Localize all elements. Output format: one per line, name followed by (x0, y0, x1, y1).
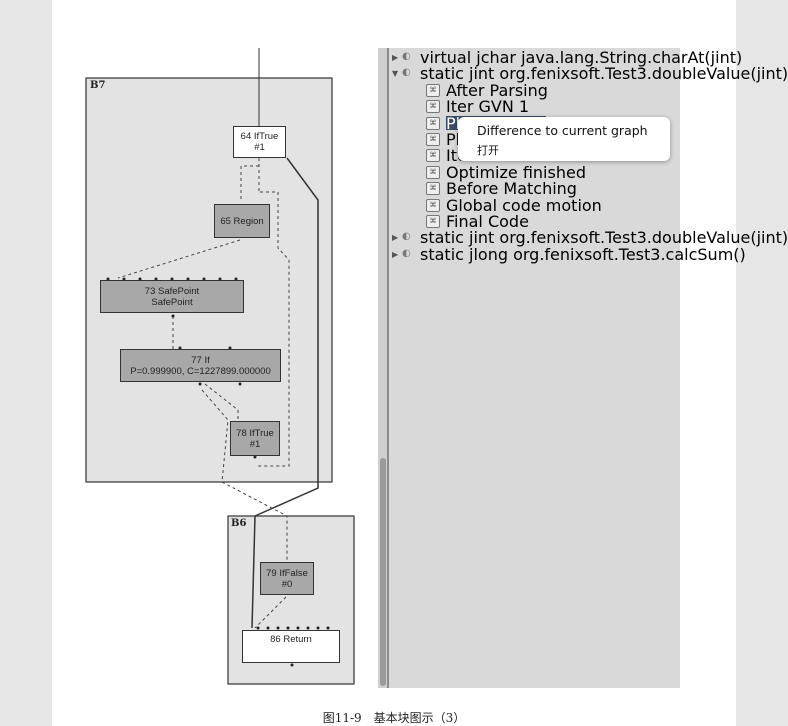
node-64-line2: #1 (254, 142, 265, 153)
graph-file-icon: ⌘ (426, 165, 440, 179)
figure-caption: 图11-9 基本块图示（3） (322, 711, 466, 725)
tree-method-doublevalue-2[interactable]: ▶ ◐ static jint org.fenixsoft.Test3.doub… (392, 227, 788, 247)
node-78-line2: #1 (249, 438, 261, 450)
node-73-safepoint[interactable]: 73 SafePoint SafePoint (100, 280, 244, 313)
expand-arrow-icon[interactable]: ▶ (392, 249, 399, 259)
tree-item-label: static jint org.fenixsoft.Test3.doubleVa… (420, 227, 788, 247)
node-78-line1: 78 IfTrue (236, 427, 274, 439)
tree-item-label: virtual jchar java.lang.String.charAt(ji… (420, 47, 743, 67)
tree-item-label: After Parsing (446, 80, 548, 100)
node-65-region[interactable]: 65 Region (214, 204, 270, 238)
tree-item-label: Final Code (446, 211, 529, 231)
node-86-line1: 86 Return (270, 634, 312, 645)
tree-graph-iter-gvn-1[interactable]: ⌘ Iter GVN 1 (426, 96, 530, 116)
node-79-line2: #0 (281, 578, 293, 590)
tree-item-label: static jint org.fenixsoft.Test3.doubleVa… (420, 63, 788, 83)
tree-item-label: Before Matching (446, 178, 577, 198)
graph-file-icon: ⌘ (426, 99, 440, 113)
node-79-line1: 79 IfFalse (266, 567, 308, 579)
tree-method-charat[interactable]: ▶ ◐ virtual jchar java.lang.String.charA… (392, 47, 743, 67)
tree-item-label: Global code motion (446, 195, 602, 215)
node-77-line2: P=0.999900, C=1227899.000000 (130, 365, 271, 377)
method-icon: ◐ (402, 231, 411, 242)
graph-file-icon: ⌘ (426, 181, 440, 195)
vertical-scrollbar[interactable] (380, 458, 386, 686)
graph-file-icon: ⌘ (426, 116, 440, 130)
tree-item-label: Iter GVN 1 (446, 96, 530, 116)
node-78-iftrue[interactable]: 78 IfTrue #1 (230, 421, 280, 456)
node-77-line1: 77 If (191, 354, 210, 366)
graph-file-icon: ⌘ (426, 148, 440, 162)
method-icon: ◐ (402, 51, 411, 62)
panel-divider[interactable] (387, 48, 389, 688)
tree-method-doublevalue-1[interactable]: ▼ ◐ static jint org.fenixsoft.Test3.doub… (392, 63, 788, 83)
tree-graph-global-code-motion[interactable]: ⌘ Global code motion (426, 195, 602, 215)
expand-arrow-icon[interactable]: ▶ (392, 52, 399, 62)
menu-item-difference[interactable]: Difference to current graph (477, 123, 648, 138)
tree-graph-before-matching[interactable]: ⌘ Before Matching (426, 178, 577, 198)
node-64-iftrue[interactable]: 64 IfTrue #1 (233, 126, 286, 158)
graph-file-icon: ⌘ (426, 198, 440, 212)
node-73-line1: 73 SafePoint (144, 285, 200, 297)
node-77-if[interactable]: 77 If P=0.999900, C=1227899.000000 (120, 349, 281, 382)
node-64-line1: 64 IfTrue (240, 131, 279, 142)
block-b6-label: B6 (231, 518, 247, 529)
method-icon: ◐ (402, 67, 411, 78)
menu-item-open[interactable]: 打开 (477, 144, 499, 157)
expand-arrow-icon[interactable]: ▶ (392, 232, 399, 242)
block-b7-label: B7 (90, 80, 106, 91)
node-79-iffalse[interactable]: 79 IfFalse #0 (260, 562, 314, 595)
graph-file-icon: ⌘ (426, 83, 440, 97)
method-icon: ◐ (402, 248, 411, 259)
tree-graph-final-code[interactable]: ⌘ Final Code (426, 211, 529, 231)
tree-graph-optimize-finished[interactable]: ⌘ Optimize finished (426, 162, 586, 182)
tree-item-label: static jlong org.fenixsoft.Test3.calcSum… (420, 244, 746, 264)
tree-item-label: Optimize finished (446, 162, 586, 182)
graph-file-icon: ⌘ (426, 214, 440, 228)
graph-file-icon: ⌘ (426, 132, 440, 146)
collapse-arrow-icon[interactable]: ▼ (392, 68, 399, 78)
node-86-return[interactable]: 86 Return (242, 630, 340, 663)
tree-graph-after-parsing[interactable]: ⌘ After Parsing (426, 80, 548, 100)
tree-method-calcsum[interactable]: ▶ ◐ static jlong org.fenixsoft.Test3.cal… (392, 244, 746, 264)
node-65-line1: 65 Region (220, 215, 264, 227)
context-menu: Difference to current graph 打开 (458, 117, 670, 161)
node-73-line2: SafePoint (151, 296, 193, 308)
